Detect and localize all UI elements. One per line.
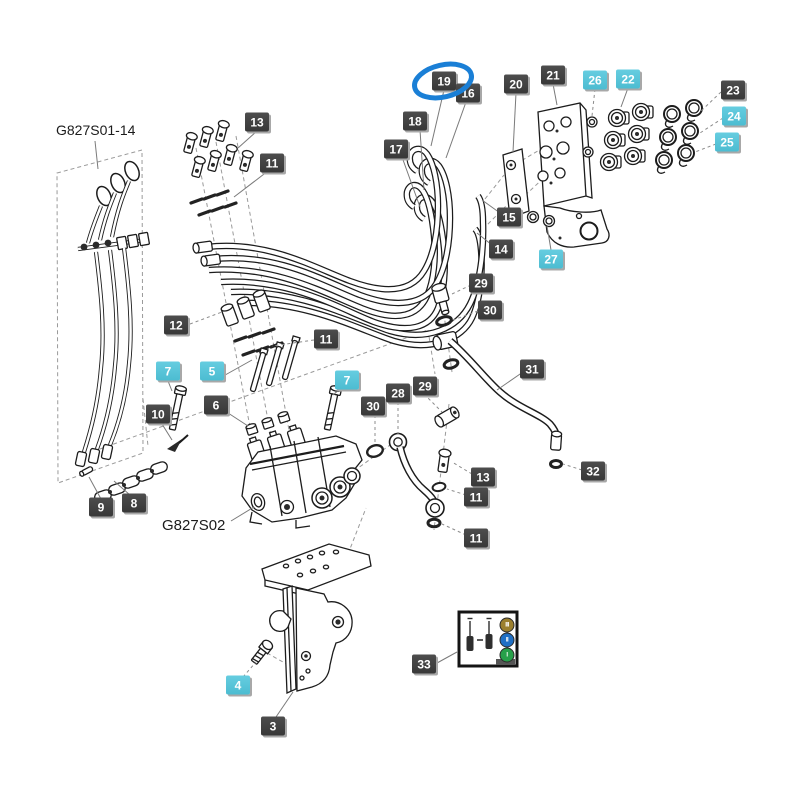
part-label-20[interactable]: 20 <box>504 74 528 94</box>
leader-lines <box>88 83 724 718</box>
part-label-17[interactable]: 17 <box>384 139 408 159</box>
dust-ring-set <box>655 99 703 174</box>
part-label-7[interactable]: 7 <box>156 361 180 381</box>
part-label-18[interactable]: 18 <box>403 111 427 131</box>
part-label-19[interactable]: 19 <box>432 71 456 91</box>
stud-group <box>166 335 343 436</box>
part-label-15[interactable]: 15 <box>497 207 521 227</box>
mount-bracket <box>526 102 610 248</box>
part-label-10[interactable]: 10 <box>146 404 170 424</box>
part-label-13[interactable]: 13 <box>245 112 269 132</box>
part-label-30[interactable]: 30 <box>478 300 502 320</box>
mount-plate <box>502 148 530 219</box>
part-label-12[interactable]: 12 <box>164 315 188 335</box>
pipe-bundle <box>192 149 483 345</box>
part-label-8[interactable]: 8 <box>122 493 146 513</box>
part-label-23[interactable]: 23 <box>721 80 745 100</box>
valve-block <box>241 424 363 529</box>
part-label-22[interactable]: 22 <box>616 69 640 89</box>
cap-fittings <box>220 289 271 327</box>
part-label-24[interactable]: 24 <box>722 106 746 126</box>
part-label-21[interactable]: 21 <box>541 65 565 85</box>
part-label-11[interactable]: 11 <box>260 153 284 173</box>
decal-dot-1: III <box>499 617 515 633</box>
return-pipe-group <box>366 282 563 529</box>
part-label-25[interactable]: 25 <box>715 132 739 152</box>
part-label-33[interactable]: 33 <box>412 654 436 674</box>
part-label-11[interactable]: 11 <box>314 329 338 349</box>
part-label-16[interactable]: 16 <box>456 83 480 103</box>
part-label-29[interactable]: 29 <box>413 376 437 396</box>
linkage-chain <box>79 434 189 503</box>
part-label-11[interactable]: 11 <box>464 487 488 507</box>
part-label-27[interactable]: 27 <box>539 249 563 269</box>
part-label-30[interactable]: 30 <box>361 396 385 416</box>
group-label-g827s01-14: G827S01-14 <box>56 122 136 138</box>
decal-dot-2: II <box>499 632 515 648</box>
decal-dot-3: I <box>499 647 515 663</box>
part-label-28[interactable]: 28 <box>386 383 410 403</box>
part-label-7[interactable]: 7 <box>335 370 359 390</box>
part-label-4[interactable]: 4 <box>226 675 250 695</box>
mounting-bracket <box>250 543 372 694</box>
part-label-14[interactable]: 14 <box>489 239 513 259</box>
lever-assembly <box>74 160 150 468</box>
part-label-9[interactable]: 9 <box>89 497 113 517</box>
coupler-set <box>599 102 654 172</box>
banjo-bolt-cluster <box>183 119 254 179</box>
part-label-26[interactable]: 26 <box>583 70 607 90</box>
part-label-29[interactable]: 29 <box>469 273 493 293</box>
part-label-31[interactable]: 31 <box>520 359 544 379</box>
part-label-6[interactable]: 6 <box>204 395 228 415</box>
part-label-13[interactable]: 13 <box>471 467 495 487</box>
part-label-32[interactable]: 32 <box>581 461 605 481</box>
oring-dashes-top <box>189 189 238 217</box>
part-label-3[interactable]: 3 <box>261 716 285 736</box>
group-label-g827s02: G827S02 <box>162 517 226 534</box>
part-label-11[interactable]: 11 <box>464 528 488 548</box>
part-label-5[interactable]: 5 <box>200 361 224 381</box>
